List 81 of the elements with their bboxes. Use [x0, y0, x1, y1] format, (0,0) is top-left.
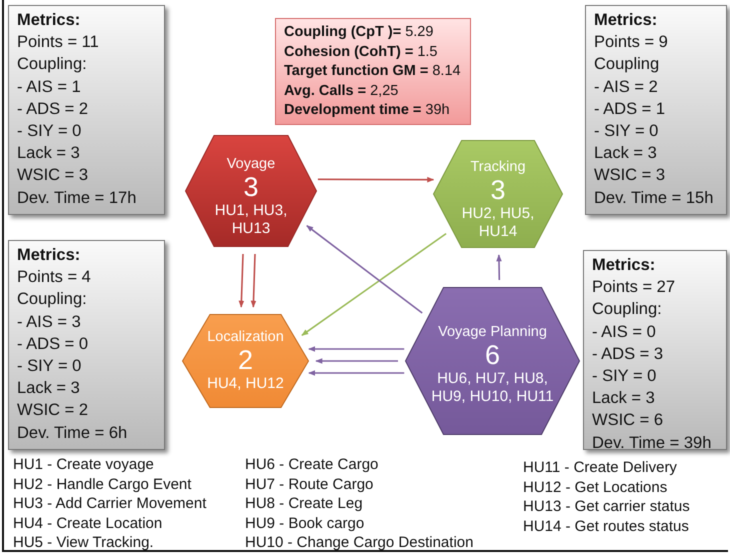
user-story-legend-item: HU12 - Get Locations — [523, 478, 668, 496]
user-story-legend-item: HU5 - View Tracking. — [13, 534, 154, 551]
story-list: HU1, HU3, HU13 — [196, 202, 306, 238]
metric-line: Dev. Time = 17h — [17, 188, 138, 209]
user-story-legend-item: HU11 - Create Delivery — [523, 459, 677, 476]
metrics-heading: Metrics: — [594, 10, 658, 31]
arrow — [301, 232, 447, 336]
hexagon-title: Localization — [207, 329, 284, 345]
metrics-panel — [8, 5, 165, 215]
arrow — [306, 225, 423, 314]
metric-line: Target function GM = 8.14 — [284, 62, 462, 81]
arrow — [250, 254, 256, 308]
arrow — [308, 370, 404, 376]
metric-line: Coupling (CpT )= 5.29 — [284, 23, 434, 42]
metric-line: - SIY = 0 — [594, 121, 660, 142]
arrow — [318, 176, 434, 182]
user-story-legend-item: HU8 - Create Leg — [245, 495, 363, 512]
arrow — [496, 254, 502, 280]
metrics-heading: Metrics: — [592, 255, 656, 276]
metrics-panel — [585, 5, 727, 215]
user-story-legend-item: HU14 - Get routes status — [523, 518, 689, 534]
story-list: HU4, HU12 — [207, 375, 284, 393]
user-story-legend-item: HU6 - Create Cargo — [245, 456, 378, 473]
metric-line: Cohesion (CohT) = 1.5 — [284, 42, 438, 62]
metric-line: Coupling: — [17, 54, 88, 76]
arrow — [315, 358, 398, 364]
metric-line: - SIY = 0 — [17, 356, 82, 378]
story-count: 2 — [238, 345, 254, 375]
user-story-legend-item: HU10 - Change Cargo Destination — [245, 534, 474, 551]
metric-line: - ADS = 2 — [17, 98, 90, 120]
user-story-legend-item: HU7 - Route Cargo — [245, 476, 374, 492]
metric-line: - AIS = 0 — [592, 322, 657, 343]
hexagon-title: Voyage — [226, 156, 276, 172]
metric-line: - AIS = 1 — [17, 76, 82, 98]
metric-line: - SIY = 0 — [592, 366, 658, 388]
story-list: HU2, HU5, HU14 — [448, 205, 548, 241]
user-story-legend-item: HU2 - Handle Cargo Event — [13, 476, 192, 492]
user-story-legend-item: HU3 - Add Carrier Movement — [13, 495, 206, 512]
arrow — [308, 346, 404, 352]
metric-line: Dev. Time = 15h — [594, 188, 714, 209]
story-count: 6 — [484, 340, 500, 370]
summary-panel — [275, 18, 471, 125]
metric-line: WSIC = 3 — [594, 165, 666, 186]
user-story-legend-item: HU13 - Get carrier status — [523, 498, 690, 515]
metric-line: Dev. Time = 6h — [17, 422, 128, 444]
metric-line: - ADS = 0 — [17, 334, 90, 355]
story-count: 3 — [243, 172, 259, 202]
story-list: HU6, HU7, HU8, HU9, HU10, HU11 — [428, 370, 558, 406]
metric-line: Points = 4 — [17, 267, 92, 288]
metric-line: Coupling — [594, 54, 660, 76]
metric-line: Lack = 3 — [17, 378, 81, 400]
metric-line: Coupling: — [592, 299, 663, 320]
arrow — [238, 254, 244, 308]
metrics-heading: Metrics: — [17, 10, 82, 31]
metric-line: Lack = 3 — [592, 388, 656, 410]
user-story-legend-item: HU1 - Create voyage — [13, 456, 154, 473]
metric-line: Lack = 3 — [594, 143, 658, 164]
metric-line: Points = 11 — [17, 32, 100, 54]
metric-line: - SIY = 0 — [17, 121, 82, 142]
hexagon-title: Tracking — [470, 159, 526, 175]
metric-line: - AIS = 2 — [594, 76, 659, 98]
metric-line: Dev. Time = 39h — [592, 432, 712, 454]
metric-line: WSIC = 6 — [592, 410, 664, 432]
metric-line: Coupling: — [17, 289, 88, 310]
story-count: 3 — [490, 175, 506, 205]
metric-line: Development time = 39h — [284, 101, 451, 120]
hexagon-title: Voyage Planning — [438, 324, 547, 340]
metrics-heading: Metrics: — [17, 245, 82, 266]
metric-line: Points = 27 — [592, 277, 676, 298]
metric-line: Avg. Calls = 2,25 — [284, 82, 400, 100]
metrics-panel — [8, 240, 165, 450]
metric-line: Lack = 3 — [17, 143, 81, 164]
metrics-panel — [583, 250, 727, 450]
metric-line: Points = 9 — [594, 32, 669, 54]
metric-line: - AIS = 3 — [17, 312, 82, 333]
user-story-legend-item: HU4 - Create Location — [13, 514, 162, 532]
metric-line: - ADS = 3 — [592, 344, 664, 365]
user-story-legend-item: HU9 - Book cargo — [245, 514, 364, 532]
metric-line: WSIC = 3 — [17, 165, 90, 186]
metric-line: - ADS = 1 — [594, 98, 666, 120]
metric-line: WSIC = 2 — [17, 400, 90, 422]
